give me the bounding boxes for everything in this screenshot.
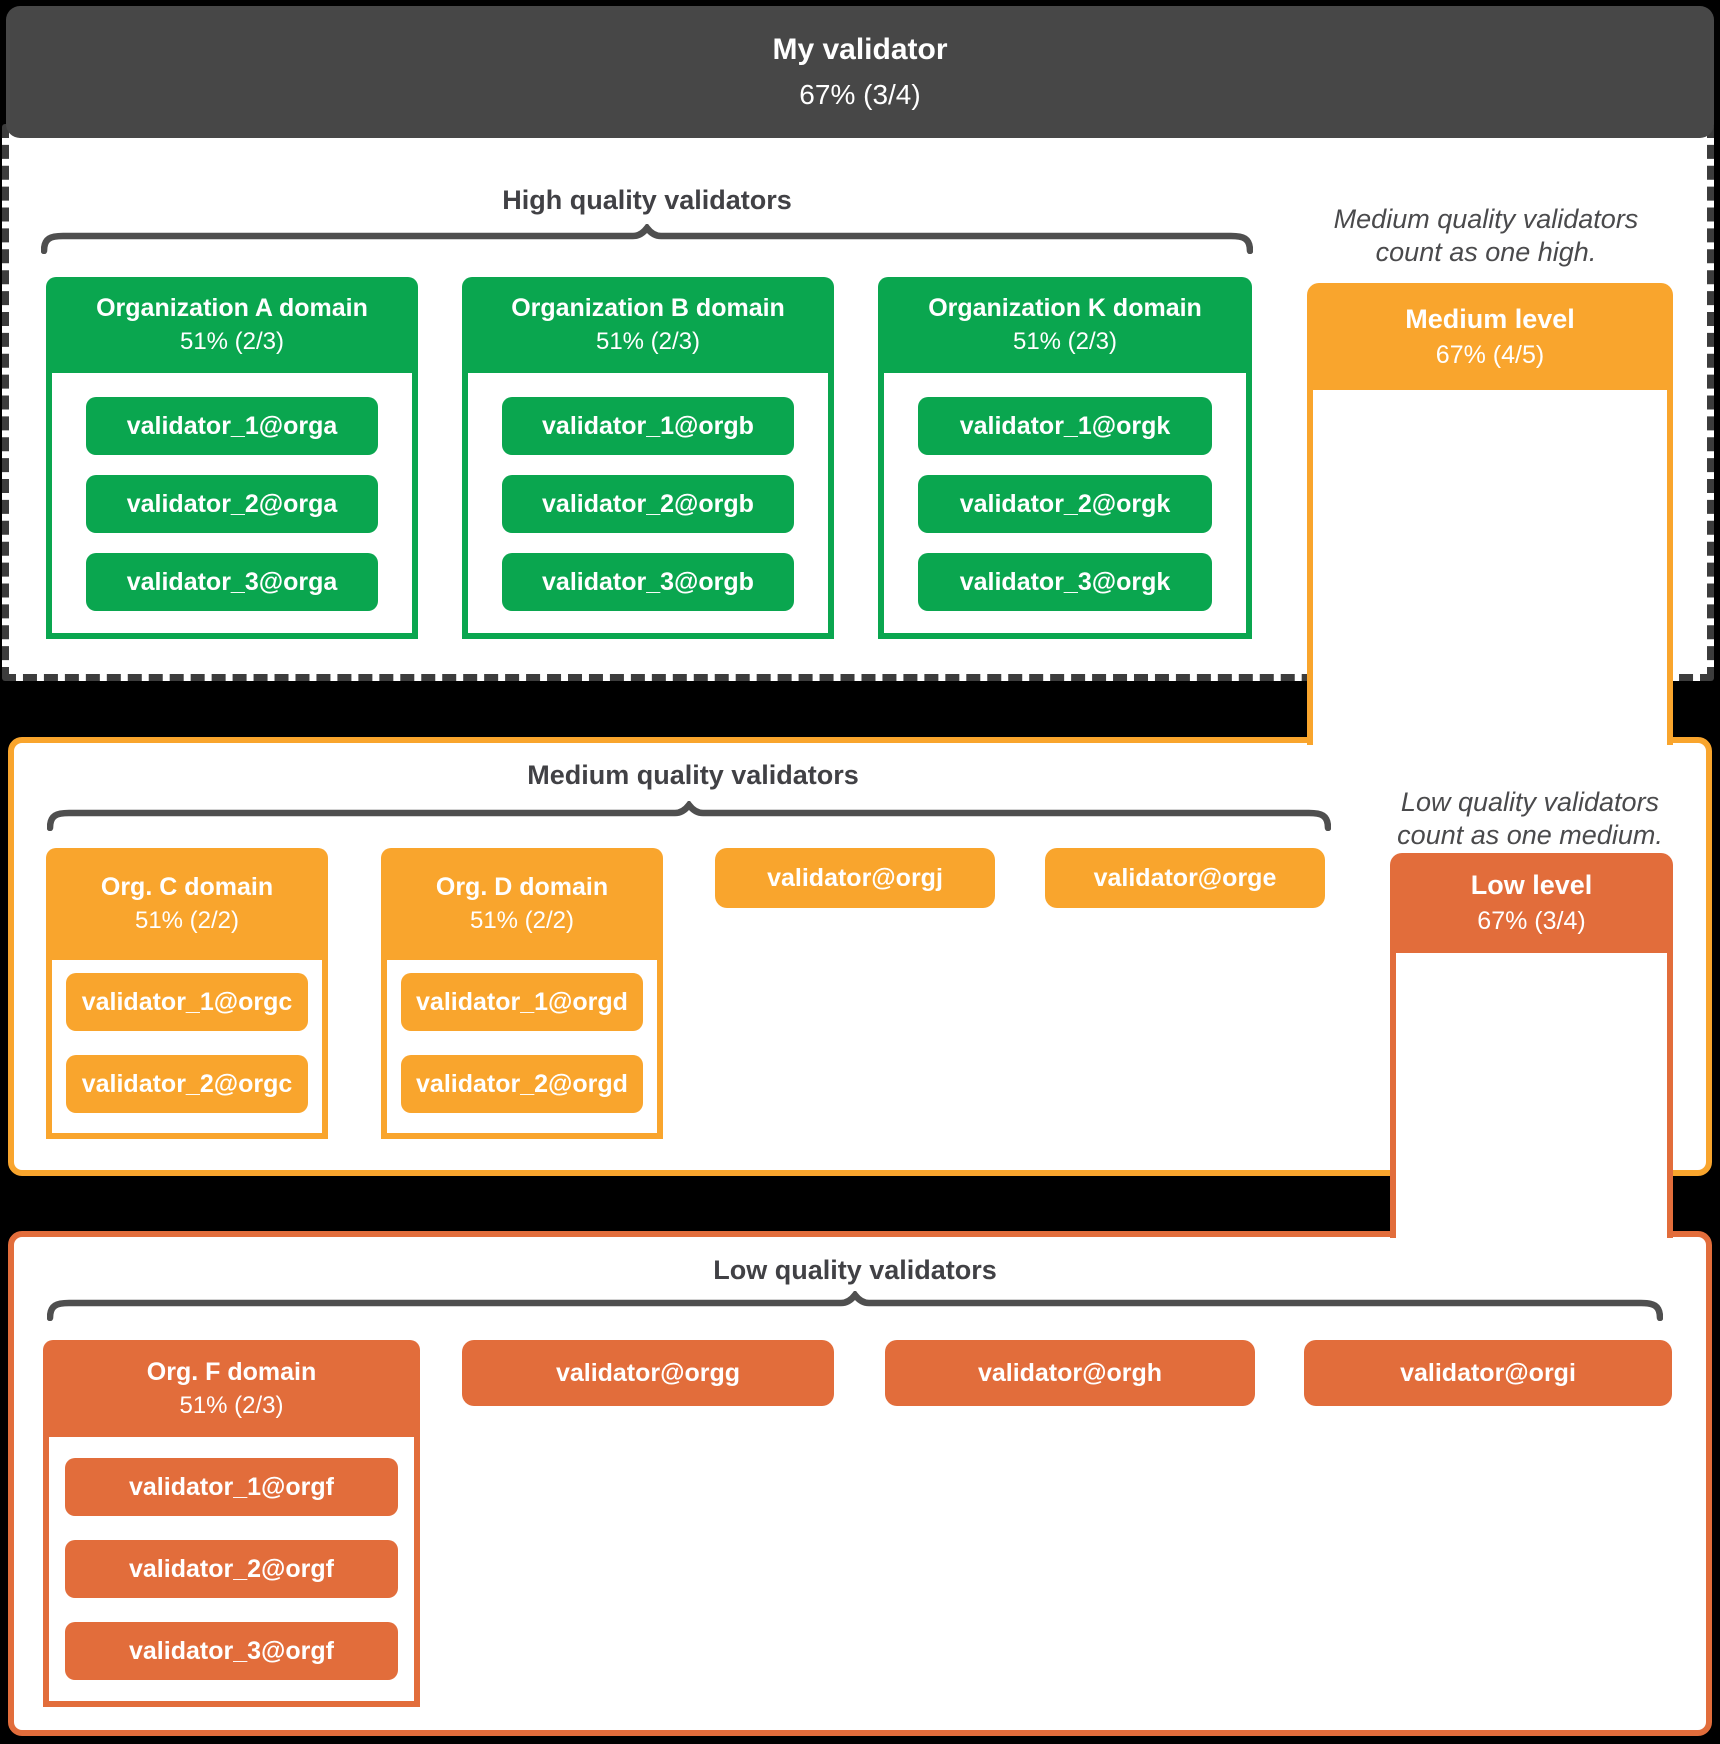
org-header: Organization A domain 51% (2/3) [46,277,418,373]
org-box-b: Organization B domain 51% (2/3) validato… [462,277,834,639]
medium-section-title: Medium quality validators [527,760,859,790]
validator-pill: validator_3@orgk [918,553,1212,611]
org-quorum: 51% (2/3) [179,328,285,355]
org-validator-list: validator_1@orgd validator_2@orgd [381,960,663,1139]
validator-pill: validator_1@orgc [66,973,308,1031]
org-quorum: 51% (2/3) [1012,328,1118,355]
org-header: Organization K domain 51% (2/3) [878,277,1252,373]
root-validator-title: My validator [772,33,948,66]
validator-pill: validator_2@orgc [66,1055,308,1113]
low-level-column: Low level 67% (3/4) [1390,853,1673,1238]
org-name: Org. F domain [146,1357,317,1386]
medium-level-header: Medium level 67% (4/5) [1307,283,1673,390]
root-validator-quorum: 67% (3/4) [799,79,921,110]
root-validator-card: My validator 67% (3/4) [6,6,1714,138]
org-quorum: 51% (2/2) [134,907,240,934]
validator-pill: validator_2@orgb [502,475,794,533]
validator-pill-orgi: validator@orgi [1304,1340,1672,1406]
validator-pill: validator_1@orgk [918,397,1212,455]
org-validator-list: validator_1@orgf validator_2@orgf valida… [43,1437,420,1707]
high-section-title: High quality validators [502,185,792,215]
note-line: count as one high. [1375,237,1597,267]
org-box-d: Org. D domain 51% (2/2) validator_1@orgd… [381,848,663,1139]
validator-pill-orge: validator@orge [1045,848,1325,908]
validator-pill: validator_1@orgd [401,973,643,1031]
note-line: Low quality validators [1400,787,1660,817]
org-header: Org. F domain 51% (2/3) [43,1340,420,1437]
org-quorum: 51% (2/3) [595,328,701,355]
org-validator-list: validator_1@orga validator_2@orga valida… [46,373,418,639]
org-quorum: 51% (2/2) [469,907,575,934]
high-brace-icon [41,224,1253,254]
validator-pill: validator_2@orga [86,475,378,533]
low-level-connector [1390,953,1673,1238]
org-header: Organization B domain 51% (2/3) [462,277,834,373]
org-name: Organization B domain [511,294,785,322]
medium-brace-icon [47,801,1331,831]
note-line: count as one medium. [1397,820,1663,850]
low-count-note: Low quality validators count as one medi… [1330,786,1720,852]
validator-pill-orgj: validator@orgj [715,848,995,908]
org-validator-list: validator_1@orgc validator_2@orgc [46,960,328,1139]
validator-pill: validator_1@orga [86,397,378,455]
validator-pill: validator_1@orgf [65,1458,398,1516]
validator-pill: validator_3@orga [86,553,378,611]
validator-pill-orgh: validator@orgh [885,1340,1255,1406]
low-level-quorum: 67% (3/4) [1477,907,1586,935]
org-name: Org. D domain [435,873,609,901]
medium-level-quorum: 67% (4/5) [1435,340,1545,369]
note-line: Medium quality validators [1333,204,1639,234]
org-header: Org. D domain 51% (2/2) [381,848,663,960]
medium-level-column: Medium level 67% (4/5) [1307,283,1673,745]
validator-pill: validator_3@orgb [502,553,794,611]
org-name: Org. C domain [100,873,274,901]
low-brace-icon [47,1291,1663,1321]
validator-pill: validator_3@orgf [65,1622,398,1680]
medium-count-note: Medium quality validators count as one h… [1256,203,1716,269]
org-name: Organization A domain [96,294,368,322]
low-level-label: Low level [1470,870,1593,900]
low-level-header: Low level 67% (3/4) [1390,853,1673,953]
medium-level-label: Medium level [1405,303,1575,334]
low-section-title: Low quality validators [713,1255,997,1285]
validator-pill: validator_2@orgf [65,1540,398,1598]
org-name: Organization K domain [928,294,1202,322]
validator-pill-orgg: validator@orgg [462,1340,834,1406]
org-box-k: Organization K domain 51% (2/3) validato… [878,277,1252,639]
org-quorum: 51% (2/3) [179,1391,284,1419]
validator-pill: validator_1@orgb [502,397,794,455]
validator-pill: validator_2@orgk [918,475,1212,533]
org-validator-list: validator_1@orgk validator_2@orgk valida… [878,373,1252,639]
validator-pill: validator_2@orgd [401,1055,643,1113]
org-box-c: Org. C domain 51% (2/2) validator_1@orgc… [46,848,328,1139]
org-validator-list: validator_1@orgb validator_2@orgb valida… [462,373,834,639]
medium-level-connector [1307,390,1673,745]
org-header: Org. C domain 51% (2/2) [46,848,328,960]
org-box-f: Org. F domain 51% (2/3) validator_1@orgf… [43,1340,420,1707]
org-box-a: Organization A domain 51% (2/3) validato… [46,277,418,639]
